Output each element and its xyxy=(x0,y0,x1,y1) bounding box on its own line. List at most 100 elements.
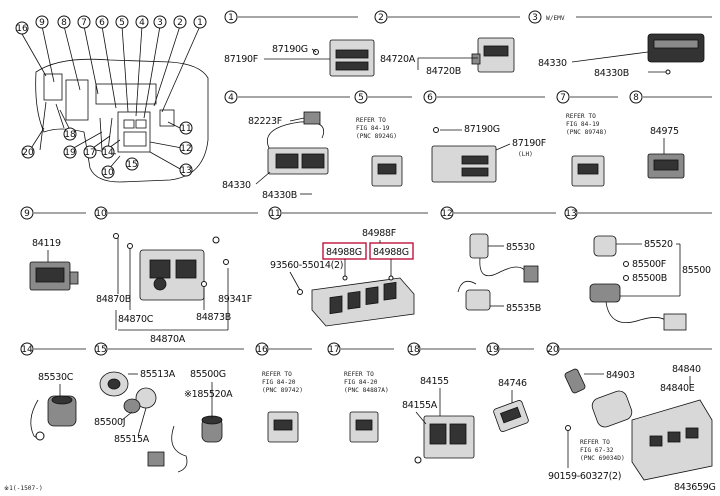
panel-3: 3 W/EMV 84330 84330B xyxy=(528,10,712,79)
panel-9: 9 84119 xyxy=(20,206,86,291)
svg-text:10: 10 xyxy=(95,209,107,219)
svg-text:12: 12 xyxy=(180,144,191,154)
panel-13: 13 85520 85500F 85500B 85500 xyxy=(564,206,712,331)
overview-callout xyxy=(125,157,139,171)
overview-callout xyxy=(21,145,35,159)
svg-text:82223F: 82223F xyxy=(248,116,282,127)
panel-12: 12 85530 85535B xyxy=(440,206,556,314)
svg-text:20: 20 xyxy=(22,148,34,158)
svg-text:14: 14 xyxy=(102,148,114,158)
panel-20: 20 84903 84840 84840E REFER TO FIG 67-32… xyxy=(546,342,713,482)
overview-callout xyxy=(135,15,149,29)
svg-text:9: 9 xyxy=(39,18,45,28)
svg-text:11: 11 xyxy=(269,209,280,219)
svg-text:15: 15 xyxy=(95,345,106,355)
svg-text:93560-55014(2): 93560-55014(2) xyxy=(270,260,343,271)
overview-callout xyxy=(179,163,193,177)
overview-callout xyxy=(101,165,115,179)
svg-text:3: 3 xyxy=(532,13,538,23)
svg-text:16: 16 xyxy=(16,24,28,34)
svg-text:84330B: 84330B xyxy=(594,68,629,79)
overview-callout xyxy=(179,121,193,135)
overview-callout xyxy=(115,15,129,29)
svg-text:1: 1 xyxy=(228,13,234,23)
svg-text:85520: 85520 xyxy=(644,239,673,250)
panel-16: 16 REFER TO FIG 84-20 (PNC 89742) xyxy=(255,342,312,443)
svg-text:85500G: 85500G xyxy=(190,369,226,380)
svg-text:87190G: 87190G xyxy=(464,124,500,135)
svg-text:84119: 84119 xyxy=(32,238,61,249)
svg-text:87190F: 87190F xyxy=(224,54,258,65)
switch-part-icon xyxy=(591,390,633,428)
svg-text:2: 2 xyxy=(378,13,384,23)
connector-icon xyxy=(303,111,321,125)
svg-text:84746: 84746 xyxy=(498,378,527,389)
panel-10: 10 84870B 84870C 84870A 89341F 84873B xyxy=(94,206,258,345)
svg-text:17: 17 xyxy=(328,345,339,355)
svg-text:(PNC 8924G): (PNC 8924G) xyxy=(356,133,397,140)
svg-text:FIG 84-20: FIG 84-20 xyxy=(262,379,296,386)
svg-text:13: 13 xyxy=(180,166,191,176)
diagram-code: 843659G xyxy=(674,482,716,493)
svg-text:14: 14 xyxy=(21,345,33,355)
svg-text:85530C: 85530C xyxy=(38,372,74,383)
svg-text:84155A: 84155A xyxy=(402,400,438,411)
overview-callout xyxy=(173,15,187,29)
svg-text:6: 6 xyxy=(99,18,105,28)
svg-text:85500B: 85500B xyxy=(632,273,667,284)
svg-text:84873B: 84873B xyxy=(196,312,231,323)
svg-text:84155: 84155 xyxy=(420,376,449,387)
svg-text:8: 8 xyxy=(61,18,67,28)
svg-text:8: 8 xyxy=(633,93,639,103)
svg-text:5: 5 xyxy=(358,93,364,103)
svg-text:5: 5 xyxy=(119,18,125,28)
overview-callout xyxy=(57,15,71,29)
svg-text:REFER TO: REFER TO xyxy=(262,371,292,378)
dashboard-overview: 16 9 8 7 6 5 4 3 2 1 18 19 17 14 12 20 1… xyxy=(15,15,209,183)
panel-4: 4 82223F 84330 84330B xyxy=(222,90,350,201)
svg-text:FIG 84-20: FIG 84-20 xyxy=(344,379,378,386)
svg-text:84720A: 84720A xyxy=(380,54,416,65)
svg-text:85515A: 85515A xyxy=(114,434,150,445)
svg-text:FIG 84-19: FIG 84-19 xyxy=(356,125,390,132)
overview-callout xyxy=(77,15,91,29)
svg-text:13: 13 xyxy=(565,209,576,219)
svg-text:REFER TO: REFER TO xyxy=(344,371,374,378)
svg-text:※185520A: ※185520A xyxy=(184,389,233,400)
svg-text:FIG 84-19: FIG 84-19 xyxy=(566,121,600,128)
overview-callout xyxy=(153,15,167,29)
svg-text:18: 18 xyxy=(64,130,76,140)
overview-callout xyxy=(83,145,97,159)
svg-text:REFER TO: REFER TO xyxy=(580,439,610,446)
svg-text:89341F: 89341F xyxy=(218,294,252,305)
highlight-box xyxy=(322,242,367,260)
highlight-box xyxy=(369,242,414,260)
svg-text:85500J: 85500J xyxy=(94,417,125,428)
svg-text:(PNC 69034D): (PNC 69034D) xyxy=(580,455,625,462)
svg-text:84330: 84330 xyxy=(222,180,251,191)
svg-text:18: 18 xyxy=(408,345,420,355)
svg-text:84840: 84840 xyxy=(672,364,701,375)
switch-cluster-icon xyxy=(311,277,415,327)
socket-icon xyxy=(465,289,491,311)
svg-text:7: 7 xyxy=(81,18,87,28)
svg-text:84870A: 84870A xyxy=(150,334,186,345)
svg-text:85530: 85530 xyxy=(506,242,535,253)
svg-text:11: 11 xyxy=(180,124,191,134)
svg-text:84870C: 84870C xyxy=(118,314,154,325)
svg-text:1: 1 xyxy=(197,18,203,28)
svg-text:84720B: 84720B xyxy=(426,66,461,77)
svg-text:17: 17 xyxy=(84,148,95,158)
panel-5: 5 REFER TO FIG 84-19 (PNC 8924G) xyxy=(354,90,412,187)
overview-callout xyxy=(101,145,115,159)
svg-text:16: 16 xyxy=(256,345,268,355)
svg-text:84903: 84903 xyxy=(606,370,635,381)
svg-text:84840E: 84840E xyxy=(660,383,695,394)
panel-19: 19 84746 xyxy=(486,342,534,432)
connector-icon xyxy=(663,313,687,331)
socket-icon xyxy=(469,233,489,259)
svg-text:19: 19 xyxy=(487,345,499,355)
panel-6: 6 87190G 87190F (LH) xyxy=(423,90,546,183)
svg-text:84988F: 84988F xyxy=(362,228,396,239)
